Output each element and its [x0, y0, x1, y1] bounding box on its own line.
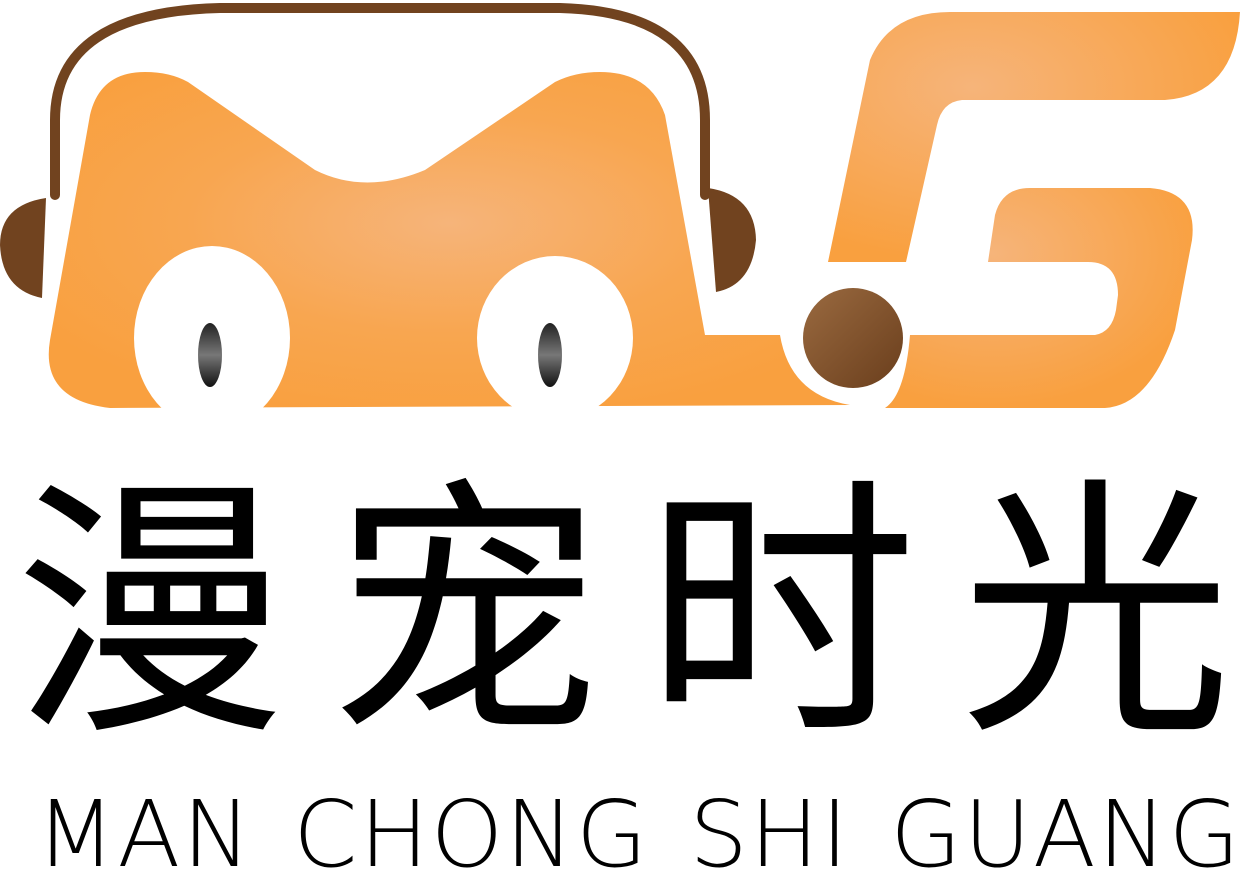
brand-char-3: 时 [644, 457, 917, 773]
brand-word-4: GUANG [890, 781, 1242, 888]
brand-word-1: MAN [36, 781, 254, 888]
headphones-icon [0, 3, 756, 298]
brand-char-2: 宠 [329, 457, 602, 773]
brand-word-2: CHONG [293, 781, 650, 888]
letter-g-icon [828, 12, 1240, 408]
brand-name-en: MAN CHONG SHI GUANG [36, 781, 1242, 888]
brand-name-cn: 漫 宠 时 光 [0, 460, 1246, 770]
brand-char-1: 漫 [14, 457, 286, 773]
brand-word-3: SHI [689, 781, 851, 888]
ball-icon [803, 288, 903, 388]
logo-mark [0, 3, 1240, 420]
monster-face-icon [48, 72, 850, 420]
brand-char-4: 光 [959, 457, 1232, 773]
